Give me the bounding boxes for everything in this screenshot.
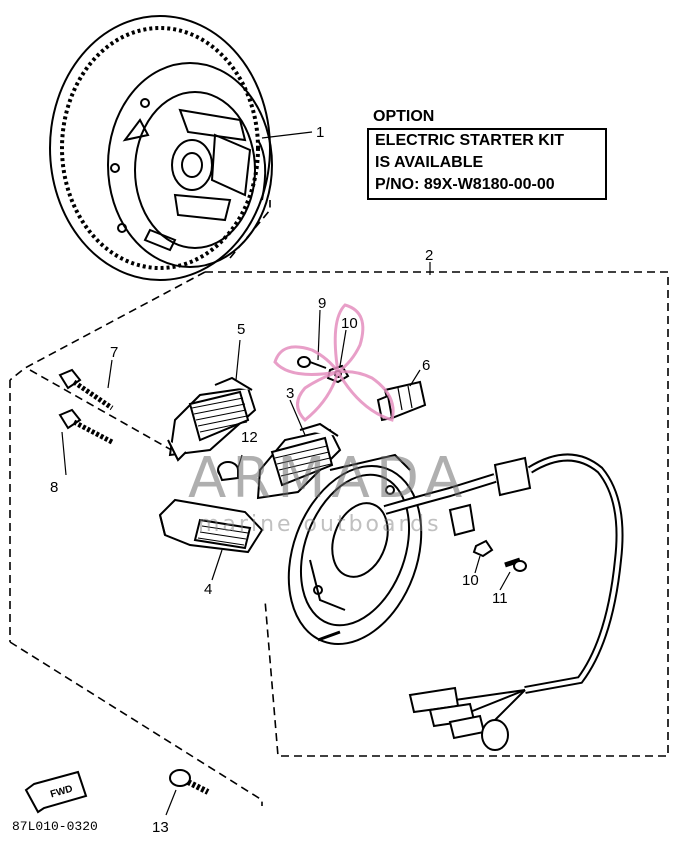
callout-10-lower: 10 — [462, 572, 479, 589]
option-frame: ELECTRIC STARTER KIT IS AVAILABLE P/NO: … — [367, 128, 607, 200]
callout-9: 9 — [318, 295, 326, 312]
callout-2: 2 — [425, 247, 433, 264]
screw-part-13 — [169, 769, 210, 795]
stator-assembly-outline — [9, 200, 669, 806]
option-title: OPTION — [373, 108, 435, 125]
option-notice: OPTION ELECTRIC STARTER KIT IS AVAILABLE… — [367, 106, 607, 200]
option-line-availability: IS AVAILABLE — [375, 154, 484, 171]
nut-part-10-lower — [472, 539, 494, 558]
bolt-part-7 — [58, 368, 114, 411]
fwd-arrow-icon: FWD — [24, 770, 88, 814]
watermark-tagline-text: marine outboards — [198, 512, 442, 537]
charge-coil-part-5 — [167, 376, 257, 462]
charge-coil-part-3 — [256, 422, 342, 500]
callout-10-upper: 10 — [341, 315, 358, 332]
clamp-part-6 — [376, 380, 427, 422]
callout-4: 4 — [204, 581, 212, 598]
watermark-propeller-logo — [273, 303, 395, 423]
callout-12: 12 — [241, 429, 258, 446]
callout-7: 7 — [110, 344, 118, 361]
callout-8: 8 — [50, 479, 58, 496]
flywheel-part-1 — [49, 15, 273, 281]
callout-13: 13 — [152, 819, 169, 836]
screw-part-9 — [297, 356, 327, 369]
callout-1: 1 — [316, 124, 324, 141]
diagram-reference-code: 87L010-0320 — [12, 819, 98, 834]
watermark-brand-text: ARMADA — [188, 446, 469, 511]
screw-part-11 — [504, 557, 527, 572]
spacer-part-12 — [217, 461, 239, 482]
callout-numbers: 1 2 3 4 5 6 7 8 9 10 10 11 12 13 — [50, 124, 508, 836]
callout-6: 6 — [422, 357, 430, 374]
wire-harness — [383, 453, 624, 751]
callout-3: 3 — [286, 385, 294, 402]
pulser-coil-part-4 — [158, 498, 264, 554]
callout-11: 11 — [492, 590, 508, 607]
callout-5: 5 — [237, 321, 245, 338]
leader-lines — [61, 131, 511, 816]
stator-base-plate — [287, 453, 423, 646]
option-line-kit: ELECTRIC STARTER KIT — [375, 132, 565, 149]
bolt-part-8 — [58, 408, 114, 445]
option-line-part-number: P/NO: 89X-W8180-00-00 — [375, 176, 555, 193]
